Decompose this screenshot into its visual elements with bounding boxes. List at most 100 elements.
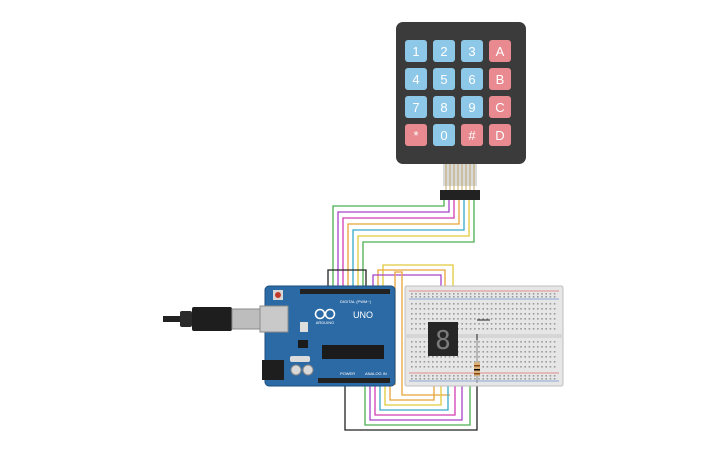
breadboard-hole	[532, 356, 535, 358]
breadboard-hole	[524, 375, 526, 377]
key-4[interactable]: 4	[405, 68, 427, 90]
key-8[interactable]: 8	[433, 96, 455, 118]
key-3[interactable]: 3	[461, 40, 483, 62]
breadboard-hole	[461, 308, 463, 310]
breadboard-hole	[474, 378, 476, 380]
key-c[interactable]: C	[489, 96, 511, 118]
key-a[interactable]: A	[489, 40, 511, 62]
key-cap	[433, 124, 455, 146]
breadboard-hole	[453, 313, 455, 315]
breadboard-hole	[427, 361, 430, 363]
breadboard-hole	[537, 378, 539, 380]
breadboard-hole	[499, 328, 501, 330]
breadboard-hole	[482, 303, 484, 305]
breadboard-hole	[461, 378, 463, 380]
breadboard-hole	[482, 318, 484, 320]
key-5[interactable]: 5	[433, 68, 455, 90]
breadboard-hole	[532, 361, 535, 363]
breadboard-hole	[549, 351, 552, 353]
breadboard-hole	[453, 308, 455, 310]
breadboard-hole	[436, 303, 438, 305]
breadboard-hole	[453, 296, 455, 298]
breadboard-hole	[490, 323, 493, 325]
breadboard-hole	[520, 318, 522, 320]
key-star[interactable]: *	[405, 124, 427, 146]
breadboard-hole	[474, 296, 476, 298]
breadboard-jumpers	[476, 319, 490, 340]
breadboard-hole	[503, 296, 505, 298]
key-d[interactable]: D	[489, 124, 511, 146]
key-6[interactable]: 6	[461, 68, 483, 90]
breadboard-hole	[469, 375, 472, 377]
breadboard-hole	[482, 341, 484, 343]
breadboard-hole	[474, 346, 476, 348]
breadboard-hole	[482, 323, 484, 325]
seven-segment-display[interactable]: 8	[428, 322, 458, 356]
resistor-band-1	[474, 365, 480, 367]
breadboard-hole	[553, 313, 556, 315]
breadboard-hole	[499, 366, 501, 368]
breadboard[interactable]	[404, 285, 564, 387]
breadboard-hole	[482, 328, 484, 330]
breadboard-hole	[411, 328, 413, 330]
breadboard-hole	[482, 293, 484, 295]
breadboard-hole	[528, 351, 531, 353]
breadboard-hole	[495, 308, 497, 310]
arduino-board[interactable]: DIGITAL (PWM~) POWER ANALOG IN ARDUINO U…	[259, 285, 396, 387]
breadboard-hole	[553, 308, 556, 310]
breadboard-hole	[457, 296, 459, 298]
breadboard-hole	[469, 308, 472, 310]
breadboard-hole	[469, 346, 472, 348]
breadboard-hole	[440, 303, 442, 305]
breadboard-hole	[545, 303, 547, 305]
key-label: 3	[468, 44, 475, 59]
key-9[interactable]: 9	[461, 96, 483, 118]
breadboard-hole	[545, 296, 547, 298]
breadboard-hole	[486, 313, 489, 315]
resistor[interactable]	[474, 340, 480, 383]
key-label: 2	[440, 44, 447, 59]
key-label: #	[468, 128, 476, 143]
breadboard-hole	[516, 328, 518, 330]
key-7[interactable]: 7	[405, 96, 427, 118]
breadboard-hole	[516, 346, 518, 348]
breadboard-hole	[465, 366, 468, 368]
key-hash[interactable]: #	[461, 124, 483, 146]
usb-cable[interactable]	[163, 307, 265, 331]
digital-header-label: DIGITAL (PWM~)	[340, 299, 372, 304]
breadboard-hole	[511, 361, 514, 363]
key-1[interactable]: 1	[405, 40, 427, 62]
breadboard-hole	[520, 346, 522, 348]
breadboard-hole	[520, 341, 522, 343]
breadboard-hole	[528, 378, 531, 380]
breadboard-hole	[432, 375, 434, 377]
key-0[interactable]: 0	[433, 124, 455, 146]
key-2[interactable]: 2	[433, 40, 455, 62]
breadboard-hole	[461, 313, 463, 315]
breadboard-hole	[520, 293, 522, 295]
breadboard-hole	[549, 303, 552, 305]
small-chip	[298, 340, 308, 348]
breadboard-hole	[474, 351, 476, 353]
breadboard-hole	[490, 356, 493, 358]
breadboard-hole	[490, 318, 493, 320]
breadboard-hole	[419, 313, 421, 315]
breadboard-hole	[499, 303, 501, 305]
breadboard-hole	[461, 303, 463, 305]
breadboard-hole	[415, 318, 417, 320]
breadboard-hole	[457, 366, 459, 368]
breadboard-hole	[448, 313, 451, 315]
key-cap	[405, 96, 427, 118]
keypad-wires[interactable]	[332, 200, 475, 290]
breadboard-hole	[465, 351, 468, 353]
breadboard-hole	[520, 296, 522, 298]
breadboard-hole	[532, 328, 535, 330]
key-b[interactable]: B	[489, 68, 511, 90]
breadboard-hole	[520, 375, 522, 377]
breadboard-hole	[516, 375, 518, 377]
crystal	[290, 356, 310, 362]
breadboard-hole	[457, 378, 459, 380]
reset-button-cap	[275, 292, 281, 298]
breadboard-hole	[541, 361, 543, 363]
